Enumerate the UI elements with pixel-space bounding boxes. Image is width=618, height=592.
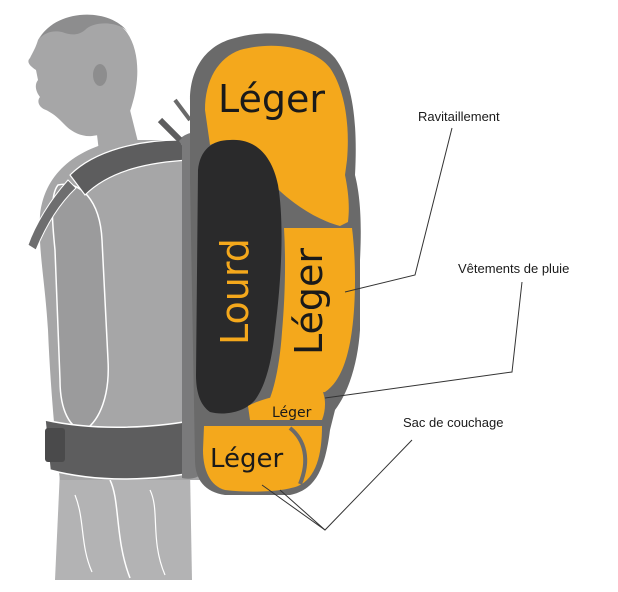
- hiker-arm: [51, 183, 109, 431]
- leader-sac-branch: [261, 484, 326, 531]
- zone-label-small: Léger: [272, 405, 312, 421]
- callout-ravitaillement: Ravitaillement: [418, 109, 500, 124]
- hiker-head: [28, 15, 138, 137]
- hiker-legs: [55, 470, 192, 580]
- zone-middle-light: [270, 228, 355, 398]
- callout-sac: Sac de couchage: [403, 415, 503, 430]
- leader-ravitaillement: [344, 127, 453, 293]
- zone-label-middle: Léger: [287, 248, 331, 355]
- leader-vetements: [324, 281, 523, 399]
- zone-small-light: [248, 390, 325, 420]
- zone-label-bottom: Léger: [210, 444, 284, 474]
- hiker-silhouette: [27, 14, 209, 580]
- zone-bottom-light: [203, 426, 322, 492]
- zone-label-heavy: Lourd: [213, 238, 257, 345]
- leader-lines: [261, 127, 523, 531]
- zone-heavy: [196, 139, 282, 414]
- zone-top-light: [205, 45, 349, 227]
- backpack: Léger Lourd Léger Léger Léger: [157, 33, 361, 495]
- zone-label-top: Léger: [218, 77, 325, 121]
- callout-vetements: Vêtements de pluie: [458, 261, 569, 276]
